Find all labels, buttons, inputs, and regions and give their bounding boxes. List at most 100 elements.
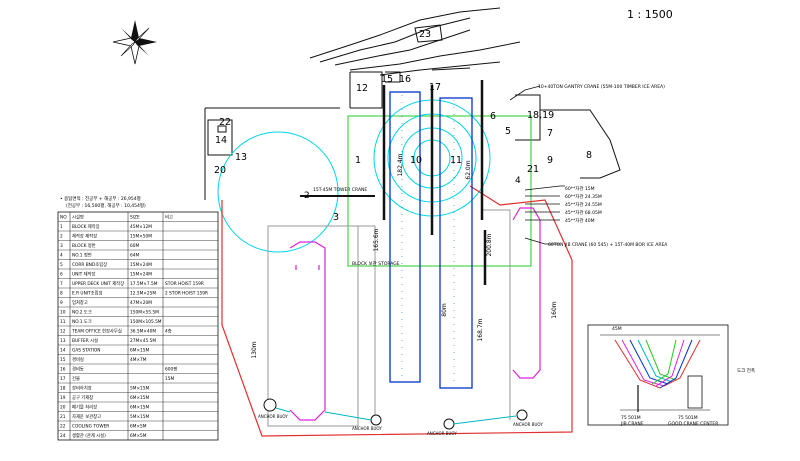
site-label: 12	[356, 83, 368, 94]
barge-left	[289, 241, 326, 421]
anchor-buoy-label: ANCHOR BUOY	[258, 414, 288, 419]
crane-capacity-item: 45**자관 68.05M	[565, 209, 602, 216]
dock-no1	[439, 97, 473, 389]
table-cell: 4M×7M	[130, 357, 147, 363]
dimension-label: 80m	[441, 303, 448, 317]
crane-radius-circles	[217, 99, 491, 253]
table-cell: 1	[60, 224, 63, 230]
crane-capacity-item: 60**자관 24.35M	[565, 193, 602, 200]
table-cell: 8	[60, 291, 63, 297]
table-cell: 6M×5M	[130, 433, 147, 439]
dimension-label: 168.7m	[477, 318, 484, 341]
table-cell: 경비동	[72, 366, 84, 373]
table-cell: 경비실	[72, 356, 84, 363]
site-label: 13	[235, 152, 247, 163]
dimension-label: 130m	[251, 341, 258, 358]
north-arrow-icon	[112, 20, 157, 65]
table-cell: 자재운 보관창고	[72, 413, 101, 420]
dimension-label: 200.8m	[486, 233, 493, 256]
dimension-label: 165.6m	[373, 228, 380, 251]
table-header-cell: 비고	[165, 214, 173, 221]
table-cell: 150M×105.5M	[130, 319, 162, 325]
site-label: 15	[381, 74, 393, 85]
table-cell: 5M×15M	[130, 386, 150, 392]
site-boundary	[221, 185, 573, 437]
table-cell: CORR BND조립장	[72, 261, 107, 268]
leader-lines	[509, 85, 565, 245]
table-cell: 16	[60, 367, 66, 373]
table-header-cell: 시설명	[72, 214, 84, 221]
table-cell: NO.1 정반	[72, 252, 92, 259]
table-cell: 6M×15M	[130, 348, 150, 354]
table-cell: 60M	[130, 243, 139, 249]
dimension-label: 160m	[551, 301, 558, 318]
table-cell: 생활관 (관계 시설)	[72, 432, 106, 439]
table-cell: 6M×5M	[130, 424, 147, 430]
table-cell: 36.5M×40M	[130, 329, 156, 335]
table-cell: BLOCK 제작장	[72, 223, 100, 230]
site-label: 17	[429, 82, 441, 93]
site-label: 20	[214, 165, 226, 176]
table-cell: 12.5M×25M	[130, 291, 156, 297]
table-cell: STOR HOIST 159R	[165, 281, 204, 287]
table-cell: 17.5M×7.5M	[130, 281, 158, 287]
table-cell: 장비하치장	[72, 385, 92, 392]
table-cell: 15	[60, 357, 66, 363]
table-cell: 24	[60, 433, 66, 439]
table-cell: 15M×24M	[130, 272, 152, 278]
table-cell: NO.1 도크	[72, 319, 92, 325]
table-header-cell: SIZE	[130, 215, 140, 221]
table-cell: UNIT 제작장	[72, 271, 96, 278]
table-cell: GAS STATION	[72, 348, 100, 354]
table-cell: 공구 기재창	[72, 394, 93, 401]
table-cell: E.R UNIT조립장	[72, 290, 103, 297]
table-cell: TEAM OFFICE 현장사무실	[71, 328, 122, 335]
site-label: 1	[355, 155, 361, 166]
dock-section-inset	[587, 324, 729, 426]
site-label: 5	[505, 126, 511, 137]
table-cell: 6M×15M	[130, 405, 150, 411]
site-label: 11	[450, 155, 462, 166]
table-cell: 600평	[165, 366, 177, 373]
tower-crane-note: 15T-45M TOWER CRANE	[313, 187, 367, 193]
table-cell: BLOCK 정반	[72, 242, 96, 249]
table-cell: 11	[60, 319, 66, 325]
table-cell: 15M	[165, 376, 174, 382]
table-cell: 45M×12M	[130, 224, 152, 230]
dimension-label: 182.4m	[397, 153, 404, 176]
table-cell: 2 STOR HOIST 159R	[165, 291, 208, 297]
town-blocks	[309, 7, 621, 179]
table-cell: BUFFER 시설	[72, 337, 98, 344]
table-cell: 3	[60, 243, 63, 249]
table-cell: COOLING TOWER	[72, 424, 109, 430]
site-label: 6	[490, 111, 496, 122]
table-cell: 7	[60, 281, 63, 287]
table-cell: 15M×50M	[130, 234, 152, 240]
quay-outline	[267, 209, 511, 427]
table-cell: 47M×20M	[130, 300, 152, 306]
anchor-buoys	[263, 398, 528, 430]
table-cell: 18	[60, 386, 66, 392]
inset-side-note: 도크 전폭	[737, 367, 755, 374]
site-label: 10	[410, 155, 422, 166]
crane-capacity-item: 45**자관 40M	[565, 217, 595, 224]
table-cell: 19	[60, 395, 66, 401]
dock-rails	[382, 80, 487, 285]
table-cell: 10	[60, 310, 66, 316]
site-label: 9	[547, 155, 553, 166]
site-label: 23	[419, 29, 431, 40]
table-cell: 12	[60, 329, 66, 335]
table-cell: 업쳐창고	[72, 299, 88, 306]
barge-right	[512, 207, 541, 379]
site-label: 21	[527, 164, 539, 175]
table-cell: 13	[60, 338, 66, 344]
table-cell: 5	[60, 262, 63, 268]
table-cell: 건물	[72, 375, 80, 382]
table-cell: 14	[60, 348, 66, 354]
inset-right-title: GOOD CRANE CENTER	[668, 421, 718, 427]
table-cell: 21	[60, 414, 66, 420]
